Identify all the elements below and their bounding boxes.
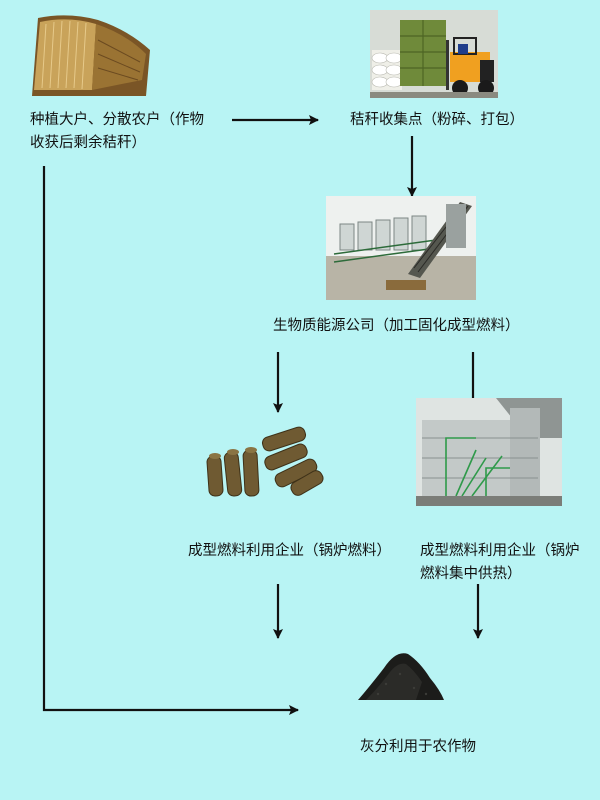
straw-bale-photo (32, 15, 150, 96)
boiler-plant-photo (416, 398, 562, 506)
biomass-company-label: 生物质能源公司（加工固化成型燃料） (273, 318, 520, 334)
arrow-farmers-to-ash (42, 166, 299, 715)
fuel-pellets-photo (206, 426, 324, 497)
central-heating-user-label: 成型燃料利用企业（锅炉燃料集中供热） (420, 543, 580, 582)
forklift-straw-bales-photo (370, 10, 498, 98)
briquetting-production-line-photo (326, 196, 476, 300)
ash-use-label: 灰分利用于农作物 (360, 739, 476, 755)
ash-pile-photo (358, 653, 444, 700)
collection-point-label: 秸秆收集点（粉碎、打包） (350, 112, 524, 128)
boiler-fuel-user-label: 成型燃料利用企业（锅炉燃料） (188, 543, 391, 559)
farmers-label: 种植大户、分散农户（作物收获后剩余秸秆） (30, 112, 204, 151)
